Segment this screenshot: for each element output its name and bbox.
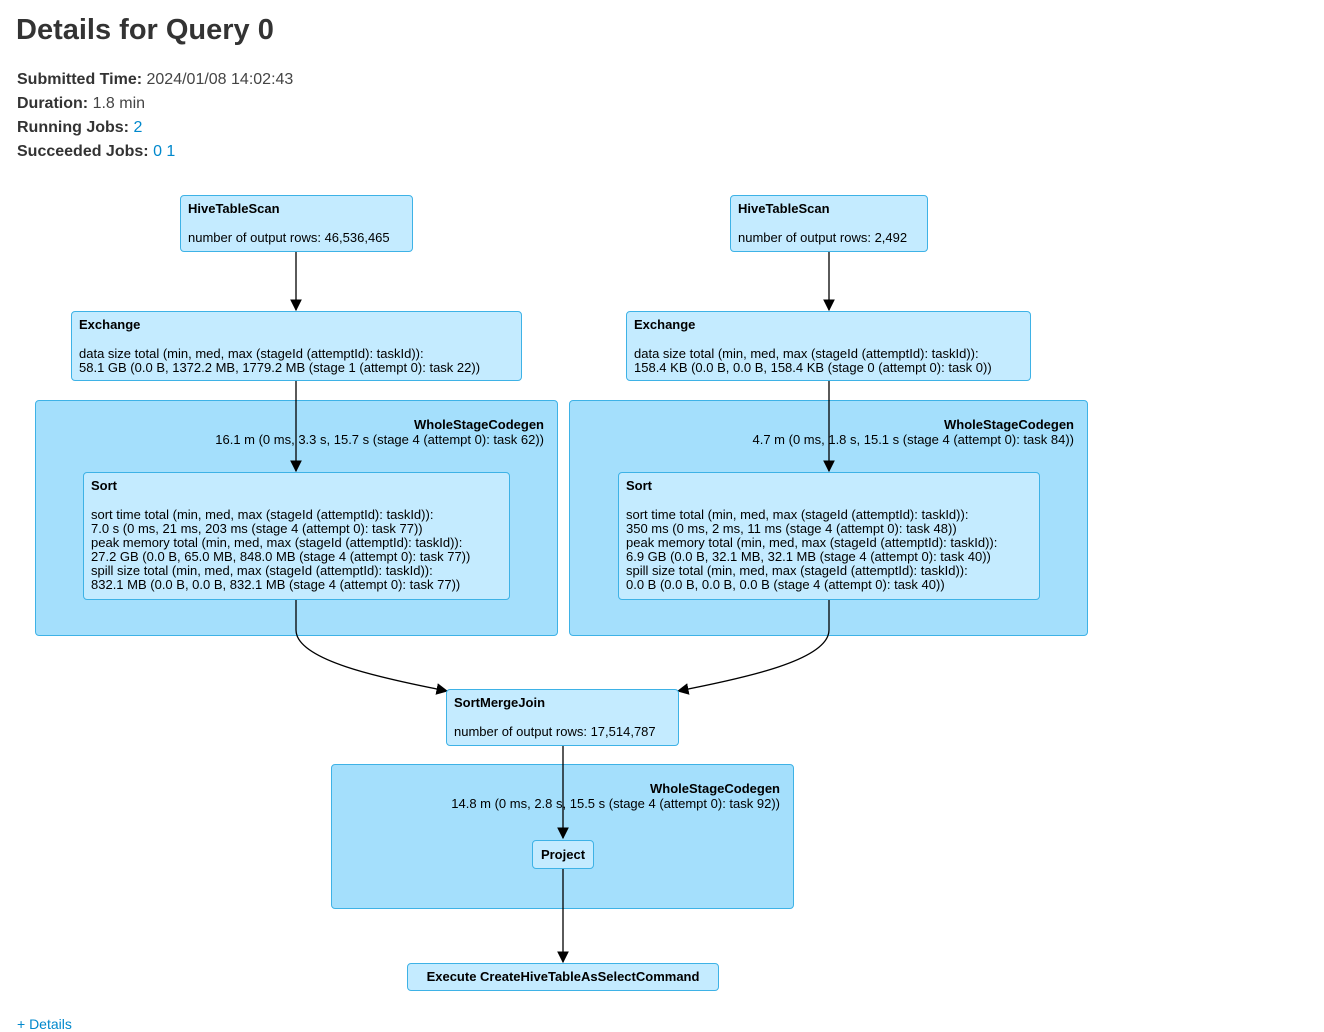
right-sort-node[interactable]: Sort sort time total (min, med, max (sta…: [618, 472, 1040, 600]
succeeded-job-link[interactable]: 0: [153, 143, 162, 160]
node-name: Exchange: [79, 317, 141, 332]
left-codegen-metric: 16.1 m (0 ms, 3.3 s, 15.7 s (stage 4 (at…: [215, 432, 544, 447]
metric-line: 7.0 s (0 ms, 21 ms, 203 ms (stage 4 (att…: [91, 521, 423, 536]
submitted-time-value: 2024/01/08 14:02:43: [146, 71, 294, 88]
metric-line: 0.0 B (0.0 B, 0.0 B, 0.0 B (stage 4 (att…: [626, 577, 945, 592]
metric-line: 58.1 GB (0.0 B, 1372.2 MB, 1779.2 MB (st…: [79, 360, 481, 375]
left-exchange-node[interactable]: Exchange data size total (min, med, max …: [71, 311, 522, 381]
node-metrics: number of output rows: 2,492: [738, 231, 920, 245]
node-name: HiveTableScan: [738, 201, 830, 216]
left-hive-table-scan-node[interactable]: HiveTableScan number of output rows: 46,…: [180, 195, 413, 252]
right-hive-table-scan-node[interactable]: HiveTableScan number of output rows: 2,4…: [730, 195, 928, 252]
right-codegen-name: WholeStageCodegen: [943, 417, 1074, 432]
duration-value: 1.8 min: [92, 95, 146, 112]
metric-line: sort time total (min, med, max (stageId …: [91, 507, 434, 522]
submitted-time-row: Submitted Time: 2024/01/08 14:02:43: [17, 68, 293, 92]
right-codegen-title: WholeStageCodegen 4.7 m (0 ms, 1.8 s, 15…: [752, 417, 1074, 447]
left-codegen-title: WholeStageCodegen 16.1 m (0 ms, 3.3 s, 1…: [215, 417, 544, 447]
metric-line: 158.4 KB (0.0 B, 0.0 B, 158.4 KB (stage …: [634, 360, 992, 375]
metric-line: spill size total (min, med, max (stageId…: [626, 563, 968, 578]
running-job-link[interactable]: 2: [133, 119, 143, 136]
right-codegen-metric: 4.7 m (0 ms, 1.8 s, 15.1 s (stage 4 (att…: [752, 432, 1074, 447]
metric-line: number of output rows: 17,514,787: [454, 724, 656, 739]
node-metrics: number of output rows: 46,536,465: [188, 231, 405, 245]
query-summary: Submitted Time: 2024/01/08 14:02:43 Dura…: [17, 68, 293, 164]
running-jobs-row: Running Jobs: 2: [17, 116, 293, 140]
node-name: HiveTableScan: [188, 201, 280, 216]
metric-line: peak memory total (min, med, max (stageI…: [626, 535, 998, 550]
node-metrics: data size total (min, med, max (stageId …: [634, 347, 1023, 375]
succeeded-jobs-row: Succeeded Jobs: 0 1: [17, 140, 293, 164]
sort-merge-join-node[interactable]: SortMergeJoin number of output rows: 17,…: [446, 689, 679, 746]
metric-line: data size total (min, med, max (stageId …: [79, 346, 424, 361]
succeeded-jobs-label: Succeeded Jobs:: [17, 143, 149, 160]
running-jobs-label: Running Jobs:: [17, 119, 129, 136]
metric-line: peak memory total (min, med, max (stageI…: [91, 535, 463, 550]
node-metrics: data size total (min, med, max (stageId …: [79, 347, 514, 375]
node-name: SortMergeJoin: [454, 695, 546, 710]
metric-line: number of output rows: 46,536,465: [188, 230, 390, 245]
page-title: Details for Query 0: [16, 14, 274, 46]
metric-line: number of output rows: 2,492: [738, 230, 908, 245]
node-name: Exchange: [634, 317, 696, 332]
metric-line: sort time total (min, med, max (stageId …: [626, 507, 969, 522]
node-metrics: sort time total (min, med, max (stageId …: [91, 508, 502, 592]
node-name: Project: [540, 847, 586, 862]
metric-line: 27.2 GB (0.0 B, 65.0 MB, 848.0 MB (stage…: [91, 549, 471, 564]
bottom-codegen-name: WholeStageCodegen: [649, 781, 780, 796]
bottom-whole-stage-codegen-cluster: WholeStageCodegen 14.8 m (0 ms, 2.8 s, 1…: [331, 764, 794, 909]
bottom-codegen-title: WholeStageCodegen 14.8 m (0 ms, 2.8 s, 1…: [451, 781, 780, 811]
left-sort-node[interactable]: Sort sort time total (min, med, max (sta…: [83, 472, 510, 600]
details-toggle-link[interactable]: + Details: [17, 1016, 72, 1032]
execute-command-node[interactable]: Execute CreateHiveTableAsSelectCommand: [407, 963, 719, 991]
metric-line: 6.9 GB (0.0 B, 32.1 MB, 32.1 MB (stage 4…: [626, 549, 991, 564]
duration-label: Duration:: [17, 95, 89, 112]
node-name: Execute CreateHiveTableAsSelectCommand: [426, 969, 700, 984]
node-name: Sort: [91, 478, 117, 493]
right-exchange-node[interactable]: Exchange data size total (min, med, max …: [626, 311, 1031, 381]
project-node[interactable]: Project: [532, 840, 594, 869]
metric-line: 832.1 MB (0.0 B, 0.0 B, 832.1 MB (stage …: [91, 577, 461, 592]
node-metrics: sort time total (min, med, max (stageId …: [626, 508, 1032, 592]
duration-row: Duration: 1.8 min: [17, 92, 293, 116]
metric-line: data size total (min, med, max (stageId …: [634, 346, 979, 361]
metric-line: spill size total (min, med, max (stageId…: [91, 563, 433, 578]
node-metrics: number of output rows: 17,514,787: [454, 725, 671, 739]
left-codegen-name: WholeStageCodegen: [413, 417, 544, 432]
succeeded-job-link[interactable]: 1: [166, 143, 176, 160]
submitted-time-label: Submitted Time:: [17, 71, 143, 88]
bottom-codegen-metric: 14.8 m (0 ms, 2.8 s, 15.5 s (stage 4 (at…: [451, 796, 780, 811]
metric-line: 350 ms (0 ms, 2 ms, 11 ms (stage 4 (atte…: [626, 521, 957, 536]
node-name: Sort: [626, 478, 652, 493]
